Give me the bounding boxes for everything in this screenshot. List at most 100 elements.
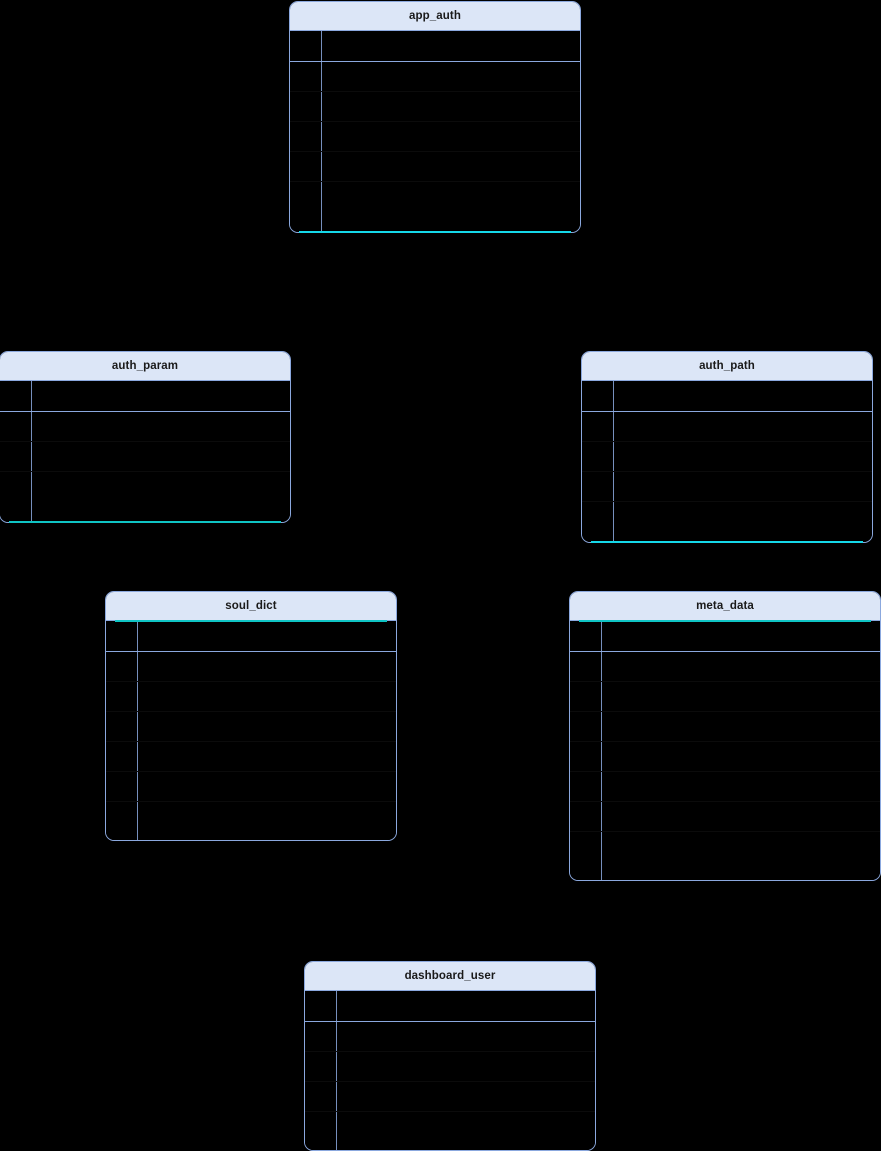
table-row[interactable] [290,91,580,121]
table-row[interactable] [570,711,880,741]
row-key-indicator [290,182,321,211]
table-row[interactable] [0,471,290,501]
table-row[interactable] [106,621,396,651]
table-row[interactable] [305,1111,595,1141]
row-field [321,31,580,61]
table-row[interactable] [290,31,580,61]
column-separator-soul_dict [137,621,138,840]
row-field [613,502,872,531]
table-row[interactable] [582,441,872,471]
row-key-indicator [305,991,336,1021]
row-key-indicator [570,742,601,771]
table-row[interactable] [305,1051,595,1081]
row-field [336,1022,595,1051]
row-key-indicator [106,742,137,771]
relationship-accent-soul_dict [115,620,387,622]
table-header-soul_dict[interactable]: soul_dict [106,592,396,621]
column-separator-app_auth [321,31,322,232]
row-key-indicator [570,652,601,681]
row-field [613,412,872,441]
table-row[interactable] [106,801,396,831]
table-row[interactable] [582,381,872,411]
table-header-auth_param[interactable]: auth_param [0,352,290,381]
table-row[interactable] [290,151,580,181]
row-field [137,772,396,801]
row-key-indicator [305,1082,336,1111]
row-field [31,412,290,441]
table-row[interactable] [0,441,290,471]
row-field [601,682,880,711]
row-field [321,152,580,181]
table-box-meta_data[interactable]: meta_data [569,591,881,881]
table-box-auth_path[interactable]: auth_path [581,351,873,543]
row-field [31,381,290,411]
column-separator-dashboard_user [336,991,337,1150]
table-body-meta_data [570,621,880,880]
table-body-soul_dict [106,621,396,840]
row-key-indicator [582,442,613,471]
table-row[interactable] [570,651,880,681]
table-row[interactable] [570,771,880,801]
table-name-dashboard_user: dashboard_user [404,970,496,982]
relationship-accent-meta_data [579,620,871,622]
table-row[interactable] [106,771,396,801]
table-row[interactable] [305,991,595,1021]
table-row[interactable] [305,1021,595,1051]
table-row[interactable] [582,501,872,531]
table-row[interactable] [290,61,580,91]
row-field [601,712,880,741]
row-field [137,802,396,831]
column-separator-meta_data [601,621,602,880]
table-box-auth_param[interactable]: auth_param [0,351,291,523]
table-row[interactable] [290,121,580,151]
table-box-app_auth[interactable]: app_auth [289,1,581,233]
table-row[interactable] [106,651,396,681]
row-key-indicator [106,772,137,801]
table-row[interactable] [0,411,290,441]
table-row[interactable] [570,831,880,861]
table-row[interactable] [570,741,880,771]
table-name-soul_dict: soul_dict [225,600,277,612]
row-key-indicator [305,1112,336,1141]
table-row[interactable] [570,801,880,831]
row-field [601,832,880,861]
table-name-auth_param: auth_param [111,360,179,372]
table-name-app_auth: app_auth [409,10,461,22]
row-field [601,742,880,771]
row-key-indicator [582,381,613,411]
table-row[interactable] [570,681,880,711]
table-header-meta_data[interactable]: meta_data [570,592,880,621]
table-row[interactable] [106,681,396,711]
row-key-indicator [0,381,31,411]
row-key-indicator [106,802,137,831]
row-key-indicator [570,802,601,831]
table-row[interactable] [582,471,872,501]
table-header-auth_path[interactable]: auth_path [582,352,872,381]
table-row[interactable] [290,181,580,211]
row-field [321,92,580,121]
row-field [321,182,580,211]
table-row[interactable] [106,711,396,741]
row-key-indicator [106,712,137,741]
row-key-indicator [570,621,601,651]
table-row[interactable] [106,741,396,771]
row-field [137,742,396,771]
row-field [321,122,580,151]
row-key-indicator [582,502,613,531]
table-row[interactable] [582,411,872,441]
row-field [601,652,880,681]
table-box-soul_dict[interactable]: soul_dict [105,591,397,841]
table-header-app_auth[interactable]: app_auth [290,2,580,31]
table-row[interactable] [570,621,880,651]
table-box-dashboard_user[interactable]: dashboard_user [304,961,596,1151]
row-field [31,472,290,501]
table-header-dashboard_user[interactable]: dashboard_user [305,962,595,991]
row-key-indicator [582,472,613,501]
table-row[interactable] [305,1081,595,1111]
row-field [601,772,880,801]
row-key-indicator [305,1022,336,1051]
row-key-indicator [305,1052,336,1081]
row-key-indicator [0,412,31,441]
table-row[interactable] [0,381,290,411]
